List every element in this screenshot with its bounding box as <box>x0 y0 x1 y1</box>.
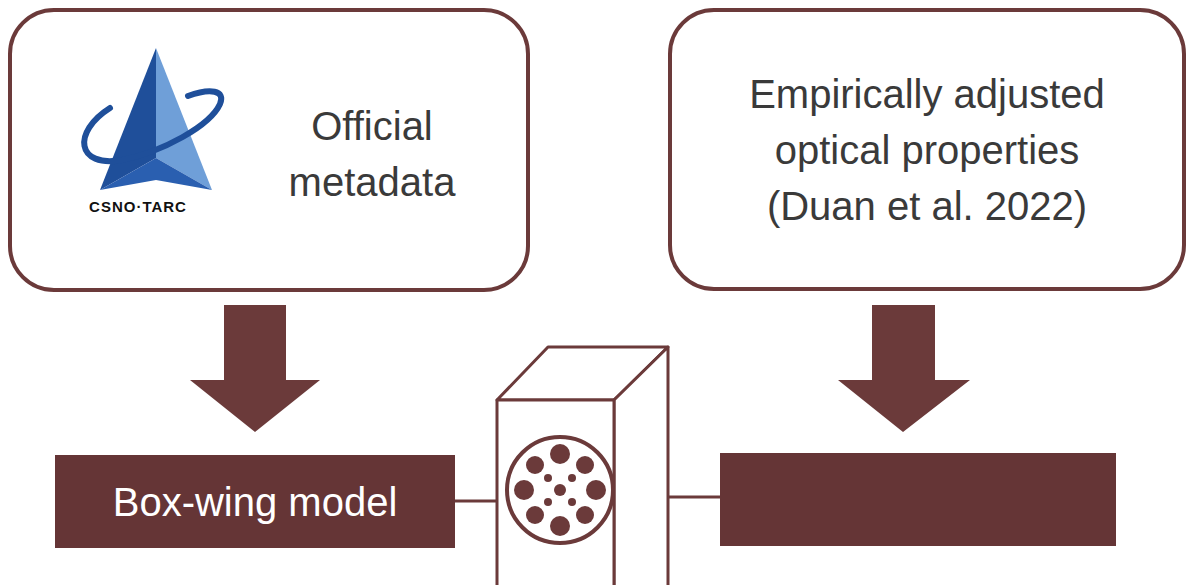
empty-box <box>720 453 1116 546</box>
satellite-dots <box>514 444 606 536</box>
satellite-body <box>497 347 668 585</box>
agency-logo <box>70 40 230 220</box>
logo-text: CSNO·TARC <box>48 198 228 215</box>
box-label: Box-wing model <box>113 474 398 530</box>
process-box: Box-wing model <box>55 455 455 548</box>
link-line <box>455 500 497 503</box>
source-box: Empirically adjusted optical properties … <box>668 8 1186 291</box>
source-box: CSNO·TARC Official metadata <box>8 8 530 292</box>
box-label: Official metadata <box>262 98 482 210</box>
box-label: Empirically adjusted optical properties … <box>717 66 1137 234</box>
block-arrow <box>190 305 320 432</box>
block-arrow <box>838 305 970 432</box>
